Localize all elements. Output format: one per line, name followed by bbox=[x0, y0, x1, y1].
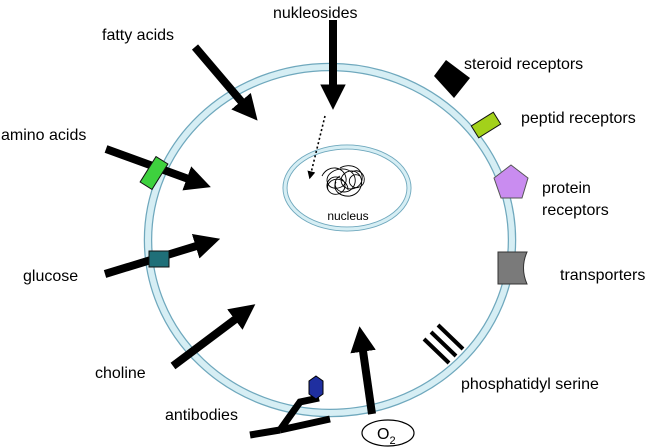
label-nukleosides: nukleosides bbox=[273, 5, 358, 22]
phosphatidyl-serine-lines bbox=[422, 323, 465, 365]
cell-membrane-inner bbox=[145, 64, 515, 416]
transporter-shape bbox=[497, 251, 528, 285]
uptake-arrows bbox=[103, 20, 376, 415]
label-amino-acids: amino acids bbox=[1, 127, 86, 144]
chromatin-scribble bbox=[321, 165, 365, 197]
arrow-nukleosides-dotted bbox=[307, 115, 326, 180]
label-protein-receptors-1: protein bbox=[542, 180, 591, 197]
oxygen-subscript: 2 bbox=[389, 435, 395, 447]
amino-acid-channel bbox=[139, 155, 169, 191]
label-fatty-acids: fatty acids bbox=[102, 27, 174, 44]
label-peptid-receptors: peptid receptors bbox=[521, 110, 636, 127]
nucleus-label: nucleus bbox=[327, 209, 368, 223]
label-choline: choline bbox=[95, 365, 146, 382]
label-antibodies: antibodies bbox=[165, 407, 238, 424]
glucose-channel bbox=[148, 250, 170, 268]
peptid-receptor-shape bbox=[470, 111, 502, 139]
label-steroid-receptors: steroid receptors bbox=[464, 56, 583, 73]
oxygen-label: O2 bbox=[377, 426, 396, 447]
oxygen-bubble bbox=[361, 419, 415, 447]
arrow-choline bbox=[170, 304, 256, 370]
label-transporters: transporters bbox=[560, 267, 645, 284]
steroid-receptor-shape bbox=[434, 60, 470, 98]
label-phosphatidyl-serine: phosphatidyl serine bbox=[461, 376, 599, 393]
antibody-shape bbox=[249, 375, 331, 439]
protein-receptor-shape bbox=[493, 164, 529, 199]
nucleus-membrane-inner bbox=[283, 145, 411, 231]
arrow-amino-acids bbox=[104, 145, 211, 191]
label-protein-receptors-2: receptors bbox=[542, 202, 609, 219]
label-glucose: glucose bbox=[23, 268, 78, 285]
arrow-fatty-acids bbox=[191, 44, 258, 121]
arrow-oxygen bbox=[350, 326, 376, 415]
